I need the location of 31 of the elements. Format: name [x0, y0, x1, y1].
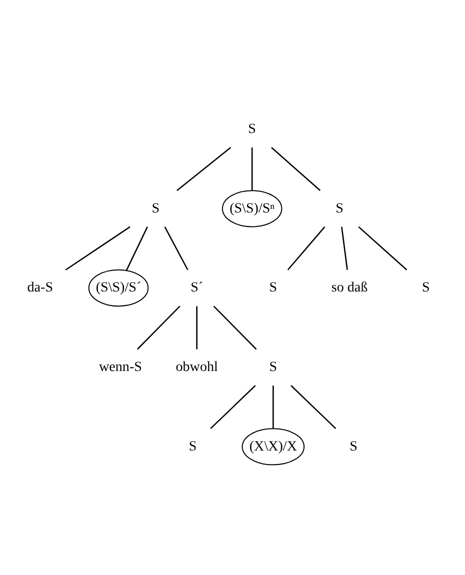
- node-ellipse: (X\X)/X: [241, 428, 304, 465]
- node-text: S: [421, 279, 430, 296]
- node-text: S: [151, 200, 160, 216]
- connector: [290, 384, 336, 429]
- node-text: S: [349, 438, 357, 454]
- node-text: S: [268, 358, 277, 375]
- connector: [125, 226, 148, 270]
- node-text: S: [268, 279, 277, 296]
- connector: [164, 226, 188, 270]
- connector: [250, 146, 252, 190]
- node-text: so daß: [330, 279, 368, 296]
- connector: [196, 306, 197, 349]
- node-text: S´: [190, 279, 203, 296]
- node-text: S: [335, 200, 343, 216]
- connector: [272, 385, 274, 428]
- node-text: da-S: [26, 279, 53, 296]
- connector: [286, 226, 325, 270]
- node-text: wenn-S: [98, 358, 142, 375]
- node-text: obwohl: [175, 358, 218, 375]
- connector: [210, 384, 256, 429]
- node-text: S: [188, 438, 196, 454]
- node-text: S: [248, 120, 256, 137]
- connector: [136, 305, 180, 350]
- connector: [358, 226, 407, 270]
- node-ellipse: (S\S)/S´: [88, 268, 148, 306]
- connector: [176, 146, 231, 191]
- connector: [212, 305, 256, 350]
- connector: [270, 146, 320, 191]
- connector: [64, 226, 130, 270]
- node-ellipse: (S\S)/Sⁿ: [221, 190, 282, 227]
- connector: [340, 226, 348, 270]
